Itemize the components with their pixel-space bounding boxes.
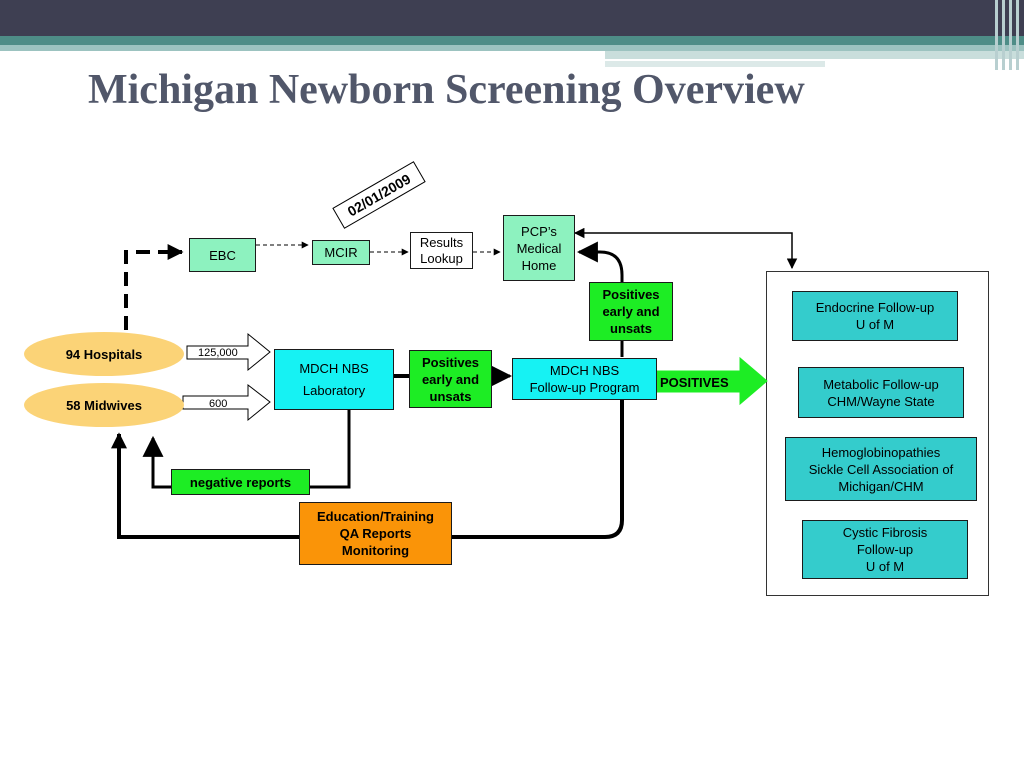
education-line-3: Monitoring xyxy=(341,543,410,558)
link-education-midwives xyxy=(111,432,299,539)
hospitals-label: 94 Hospitals xyxy=(65,346,143,362)
node-followup-program: MDCH NBS Follow-up Program xyxy=(512,358,657,400)
header-band-accent xyxy=(605,51,1024,59)
node-mcir: MCIR xyxy=(312,240,370,265)
hemoglobinopathies-line-1: Hemoglobinopathies xyxy=(821,444,941,460)
positives-arrow xyxy=(656,356,768,406)
cystic-fibrosis-line-2: Follow-up xyxy=(856,542,914,557)
node-cystic-fibrosis: Cystic Fibrosis Follow-up U of M xyxy=(802,520,968,579)
link-followup-education xyxy=(452,400,624,539)
volume-arrow-midwives xyxy=(182,383,271,422)
page-title: Michigan Newborn Screening Overview xyxy=(88,67,805,113)
midwives-label: 58 Midwives xyxy=(66,397,142,413)
node-hemoglobinopathies: Hemoglobinopathies Sickle Cell Associati… xyxy=(785,437,977,501)
followup-line-1: MDCH NBS xyxy=(549,363,620,378)
hemoglobinopathies-line-2: Sickle Cell Association of xyxy=(808,461,954,477)
link-negative-midwives xyxy=(142,435,171,489)
positives-top-line-1: Positives xyxy=(602,287,660,302)
node-ebc: EBC xyxy=(189,238,256,272)
lab-line-2: Laboratory xyxy=(302,382,366,398)
followup-line-2: Follow-up Program xyxy=(529,380,640,395)
positives-top-line-3: unsats xyxy=(610,321,652,336)
header-band-light xyxy=(0,45,1024,51)
endocrine-line-2: U of M xyxy=(855,317,895,332)
positives-mid-line-3: unsats xyxy=(429,388,472,404)
midwives-volume: 600 xyxy=(209,398,228,410)
node-pcp-medical-home: PCP’s Medical Home xyxy=(503,215,575,281)
node-endocrine: Endocrine Follow-up U of M xyxy=(792,291,958,341)
education-line-1: Education/Training xyxy=(316,509,434,524)
link-followup-pcp xyxy=(576,241,624,357)
endocrine-line-1: Endocrine Follow-up xyxy=(815,300,935,315)
header-stripe xyxy=(1009,0,1012,70)
node-hospitals: 94 Hospitals xyxy=(24,332,184,376)
node-ebc-label: EBC xyxy=(209,247,236,263)
positives-top-line-2: early and xyxy=(602,304,660,319)
header-stripe xyxy=(995,0,998,70)
node-mcir-label: MCIR xyxy=(324,245,358,260)
pcp-line-1: PCP’s xyxy=(521,223,557,239)
cystic-fibrosis-line-3: U of M xyxy=(865,559,905,574)
hemoglobinopathies-line-3: Michigan/CHM xyxy=(838,478,924,494)
node-positives-top: Positives early and unsats xyxy=(589,282,673,341)
node-positives-mid: Positives early and unsats xyxy=(409,350,492,408)
cystic-fibrosis-line-1: Cystic Fibrosis xyxy=(842,525,928,540)
header-band xyxy=(0,36,1024,45)
header-bar xyxy=(0,0,1024,36)
link-lab-negative xyxy=(310,410,351,489)
pcp-line-3: Home xyxy=(521,257,557,273)
positives-mid-line-2: early and xyxy=(421,371,480,387)
positives-mid-line-1: Positives xyxy=(421,354,480,370)
pcp-line-2: Medical xyxy=(516,240,562,256)
header-stripe xyxy=(1016,0,1019,70)
metabolic-line-1: Metabolic Follow-up xyxy=(823,376,939,392)
positives-arrow-label: POSITIVES xyxy=(660,375,729,390)
link-pcp-panel xyxy=(573,227,798,270)
education-line-2: QA Reports xyxy=(339,526,412,541)
node-mdch-lab: MDCH NBS Laboratory xyxy=(274,349,394,410)
metabolic-line-2: CHM/Wayne State xyxy=(827,393,935,409)
node-midwives: 58 Midwives xyxy=(24,383,184,427)
negative-reports-label: negative reports xyxy=(189,474,292,490)
dashed-link-hospitals-ebc xyxy=(124,244,184,330)
hospitals-volume: 125,000 xyxy=(198,347,238,359)
results-line-2: Lookup xyxy=(420,250,463,266)
results-line-1: Results xyxy=(419,234,464,250)
lab-line-1: MDCH NBS xyxy=(299,360,369,376)
volume-arrow-hospitals xyxy=(186,332,271,372)
header-stripe xyxy=(1002,0,1005,70)
node-negative-reports: negative reports xyxy=(171,469,310,495)
node-education: Education/Training QA Reports Monitoring xyxy=(299,502,452,565)
node-results-lookup: Results Lookup xyxy=(410,232,473,269)
node-metabolic: Metabolic Follow-up CHM/Wayne State xyxy=(798,367,964,418)
header-band-accent-2 xyxy=(605,61,825,67)
